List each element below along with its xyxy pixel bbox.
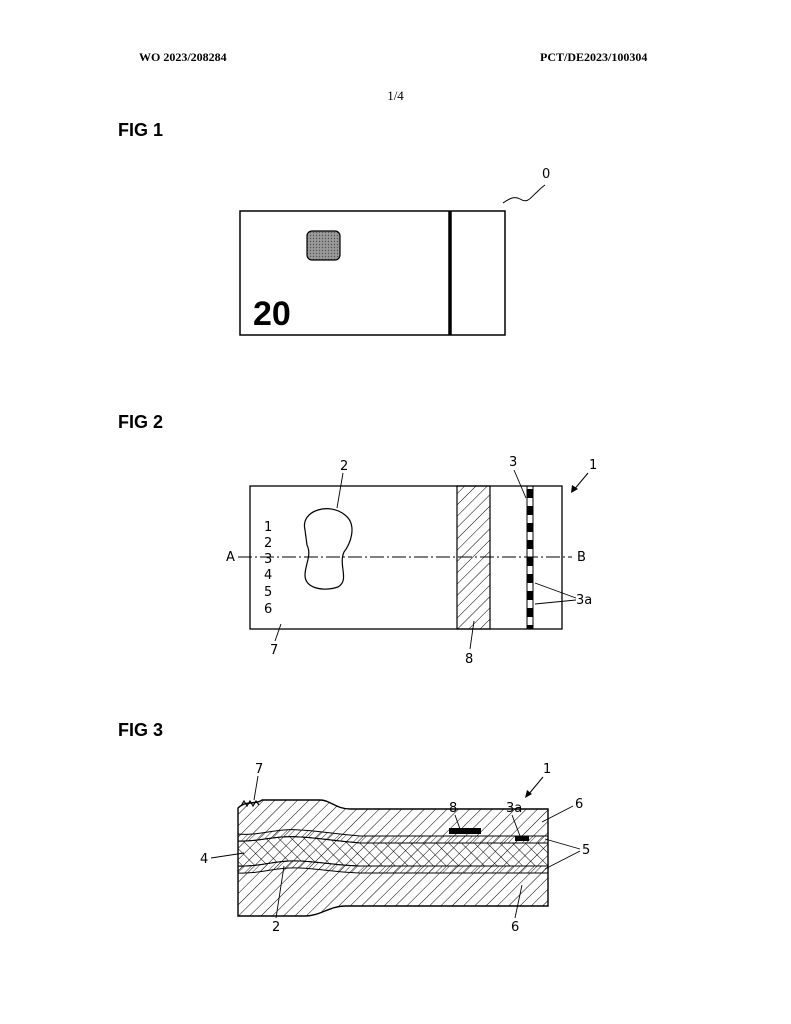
fig2-layer-item-2: 2 — [264, 536, 272, 551]
fig3-ref-outer-top: 6 — [575, 797, 583, 812]
fig2-ref-thread: 3 — [509, 455, 517, 470]
fig2-window-blob — [304, 509, 352, 589]
fig2-hatched-stripe — [457, 486, 490, 629]
fig3-ref-window: 2 — [272, 920, 280, 935]
fig2-section-end: B — [577, 550, 586, 565]
fig2-section-start: A — [226, 550, 235, 565]
fig1-drawing: 20 0 — [240, 167, 550, 335]
fig2-layer-item-3: 3 — [264, 552, 272, 567]
fig2-banknote-outline — [250, 486, 562, 629]
fig3-leader-edge — [254, 776, 258, 800]
fig2-layer-item-5: 5 — [264, 585, 272, 600]
fig2-layer-item-4: 4 — [264, 568, 272, 583]
fig2-leader-marks-b — [535, 600, 576, 604]
fig2-ref-edge: 7 — [270, 643, 278, 658]
fig1-leader-line — [503, 185, 545, 203]
fig2-drawing: A B 1 2 3 4 5 6 2 3 1 3a 8 7 — [226, 455, 597, 667]
fig3-drawing: 7 8 3a 1 6 5 4 2 6 — [200, 762, 590, 935]
fig3-ref-thread-marks: 3a — [506, 801, 522, 816]
fig3-ref-edge: 7 — [255, 762, 263, 777]
fig3-ref-inner: 5 — [582, 843, 590, 858]
fig3-leader-inner-b — [545, 851, 580, 869]
fig2-layer-item-6: 6 — [264, 602, 272, 617]
fig3-ref-item: 1 — [543, 762, 551, 777]
chip-element — [307, 231, 340, 260]
fig2-leader-marks-a — [535, 583, 576, 598]
fig2-leader-window — [337, 473, 343, 508]
fig3-thread-mark — [515, 836, 529, 841]
fig3-ref-outer-bottom: 6 — [511, 920, 519, 935]
fig3-ref-stripe: 8 — [449, 801, 457, 816]
fig2-ref-window: 2 — [340, 459, 348, 474]
fig2-leader-thread — [514, 470, 526, 498]
fig3-ref-core-left: 4 — [200, 852, 208, 867]
fig3-stripe-block — [449, 828, 481, 834]
fig2-ref-stripe: 8 — [465, 652, 473, 667]
fig3-leader-inner-a — [545, 839, 580, 849]
fig2-layer-item-1: 1 — [264, 520, 272, 535]
fig3-leader-item — [528, 777, 543, 795]
fig2-ref-thread-marks: 3a — [576, 593, 592, 608]
fig2-leader-edge — [275, 624, 281, 641]
denomination-numeral: 20 — [253, 295, 291, 333]
fig2-ref-item: 1 — [589, 458, 597, 473]
fig1-ref-item: 0 — [542, 167, 550, 182]
